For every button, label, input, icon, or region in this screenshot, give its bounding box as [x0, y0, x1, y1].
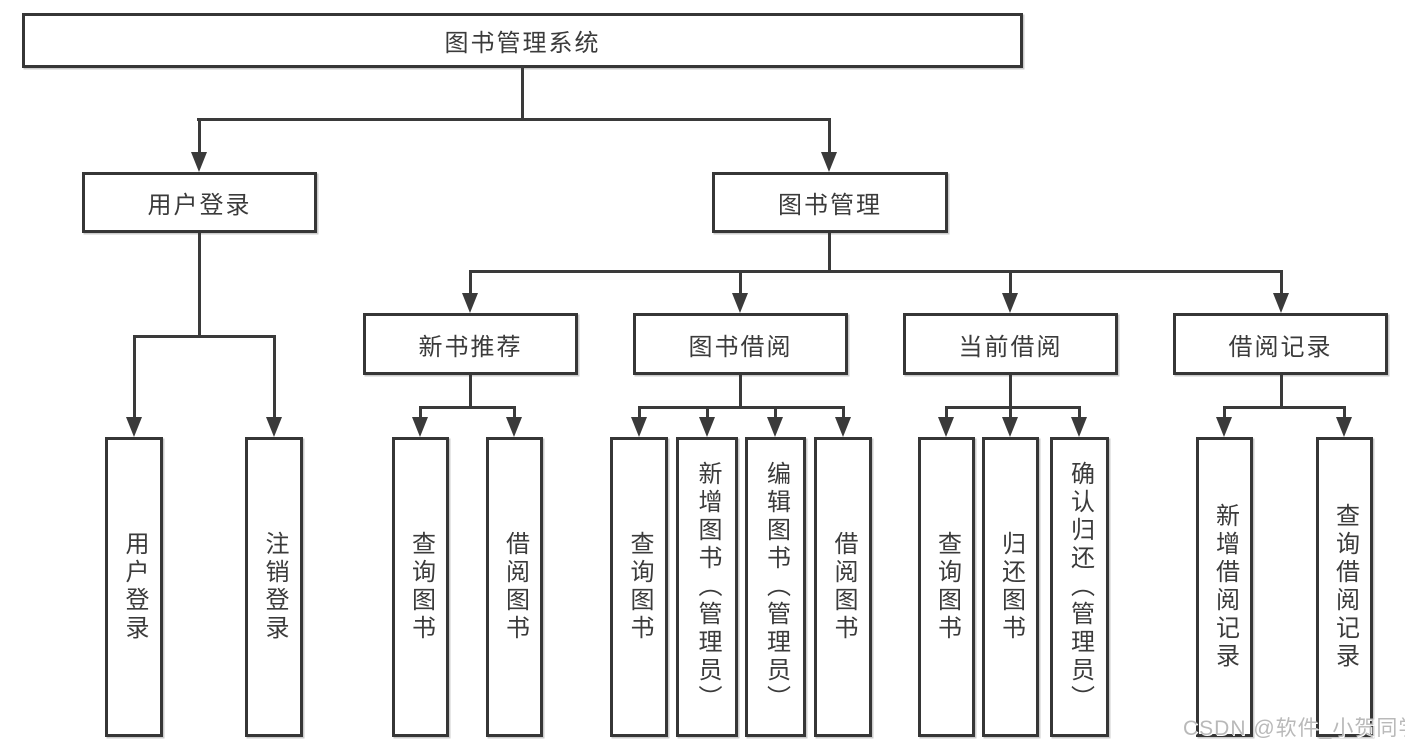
leaf-return-book: 归还图书: [982, 437, 1039, 737]
node-current-borrow: 当前借阅: [903, 313, 1118, 375]
connector-line: [828, 118, 831, 154]
connector-line: [273, 335, 276, 419]
connector-line: [706, 406, 709, 420]
arrowhead-down-icon: [126, 417, 142, 437]
leaf-user-login: 用户登录: [105, 437, 163, 737]
leaf-add-book-admin: 新增图书（管理员）: [676, 437, 738, 737]
arrowhead-down-icon: [938, 417, 954, 437]
connector-line: [469, 375, 472, 408]
arrowhead-down-icon: [462, 293, 478, 313]
node-root: 图书管理系统: [22, 13, 1023, 68]
connector-line: [828, 233, 831, 272]
connector-line: [1280, 270, 1283, 295]
leaf-logout: 注销登录: [245, 437, 303, 737]
connector-line: [1223, 406, 1226, 420]
leaf-add-borrow-record: 新增借阅记录: [1196, 437, 1253, 737]
connector-line: [638, 406, 641, 420]
connector-line: [513, 406, 516, 420]
connector-line: [1280, 375, 1283, 408]
arrowhead-down-icon: [506, 417, 522, 437]
leaf-borrow-books: 借阅图书: [814, 437, 872, 737]
arrowhead-down-icon: [699, 417, 715, 437]
connector-line: [419, 406, 422, 420]
connector-line: [469, 270, 1283, 273]
connector-line: [945, 406, 948, 420]
arrowhead-down-icon: [412, 417, 428, 437]
node-borrow-records: 借阅记录: [1173, 313, 1388, 375]
connector-line: [1223, 406, 1346, 409]
arrowhead-down-icon: [631, 417, 647, 437]
connector-line: [945, 406, 1081, 409]
arrowhead-down-icon: [732, 293, 748, 313]
connector-line: [1343, 406, 1346, 420]
connector-line: [1078, 406, 1081, 420]
watermark: CSDN @软件_小贺同学: [1183, 717, 1405, 740]
connector-line: [197, 118, 831, 121]
arrowhead-down-icon: [1336, 417, 1352, 437]
connector-line: [198, 233, 201, 337]
arrowhead-down-icon: [1216, 417, 1232, 437]
arrowhead-down-icon: [1002, 293, 1018, 313]
connector-line: [469, 270, 472, 295]
connector-line: [1009, 270, 1012, 295]
connector-line: [1009, 406, 1012, 420]
connector-line: [1009, 375, 1012, 408]
leaf-query-books-recommend: 查询图书: [392, 437, 449, 737]
leaf-query-books-current: 查询图书: [918, 437, 975, 737]
connector-line: [521, 66, 524, 121]
arrowhead-down-icon: [1071, 417, 1087, 437]
leaf-query-borrow-record: 查询借阅记录: [1316, 437, 1373, 737]
connector-line: [133, 335, 276, 338]
node-user-login: 用户登录: [82, 172, 317, 233]
arrowhead-down-icon: [1002, 417, 1018, 437]
connector-line: [774, 406, 777, 420]
leaf-borrow-books-recommend: 借阅图书: [486, 437, 543, 737]
arrowhead-down-icon: [1273, 293, 1289, 313]
node-new-book-recommend: 新书推荐: [363, 313, 578, 375]
leaf-edit-book-admin: 编辑图书（管理员）: [745, 437, 806, 737]
arrowhead-down-icon: [191, 152, 207, 172]
arrowhead-down-icon: [835, 417, 851, 437]
leaf-query-books-borrow: 查询图书: [610, 437, 668, 737]
connector-line: [133, 335, 136, 419]
leaf-confirm-return-admin: 确认归还（管理员）: [1050, 437, 1109, 737]
connector-line: [842, 406, 845, 420]
arrowhead-down-icon: [767, 417, 783, 437]
connector-line: [739, 270, 742, 295]
connector-line: [638, 406, 845, 409]
connector-line: [198, 118, 201, 154]
arrowhead-down-icon: [821, 152, 837, 172]
node-book-management: 图书管理: [712, 172, 948, 233]
arrowhead-down-icon: [266, 417, 282, 437]
connector-line: [419, 406, 516, 409]
node-book-borrow: 图书借阅: [633, 313, 848, 375]
connector-line: [739, 375, 742, 408]
